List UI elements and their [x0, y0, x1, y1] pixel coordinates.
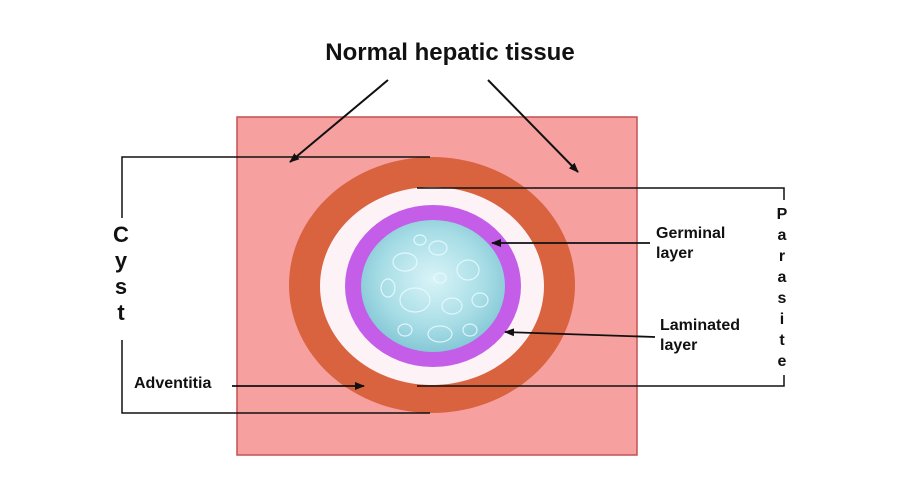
cyst-fluid — [361, 220, 505, 352]
vertical-letter: P — [776, 206, 788, 223]
vertical-letter: a — [777, 269, 787, 286]
adventitia-label: Adventitia — [134, 375, 212, 392]
vertical-letter: i — [779, 311, 785, 328]
title-arrow-right — [487, 79, 579, 173]
vertical-letter: y — [114, 248, 128, 273]
vertical-letter: s — [777, 290, 787, 307]
parasite-bracket-bottom — [417, 375, 785, 387]
cyst-bracket-top — [121, 156, 430, 218]
vertical-letter: r — [778, 248, 786, 265]
laminated-layer-label: Laminated layer — [660, 317, 741, 354]
vertical-letter: t — [117, 300, 125, 325]
vertical-letter: a — [777, 227, 787, 244]
cyst-fluid-bubbles — [380, 234, 489, 343]
laminated-arrow — [504, 328, 656, 338]
vertical-letter: C — [113, 222, 129, 247]
cyst-bracket-bottom — [121, 340, 430, 414]
vertical-letter: s — [114, 274, 128, 299]
parasite-bracket-top — [417, 187, 785, 200]
germinal-layer-label: Germinal layer — [656, 225, 726, 262]
diagram-title: Normal hepatic tissue — [325, 39, 575, 66]
vertical-letter: t — [779, 332, 785, 349]
title-arrow-left — [289, 79, 389, 163]
vertical-letter: e — [777, 353, 787, 370]
